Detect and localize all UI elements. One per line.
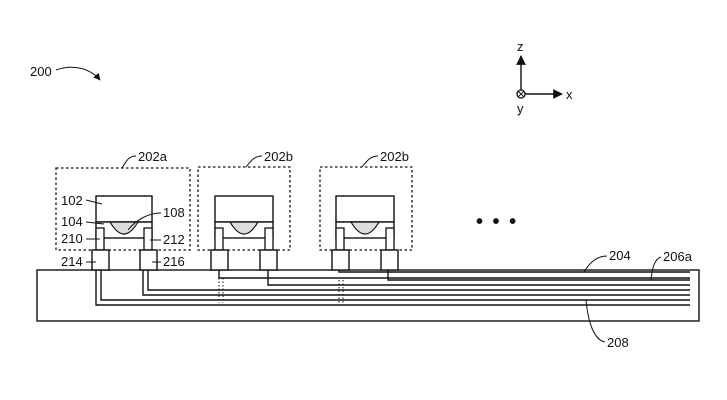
label-108: 108: [163, 205, 185, 220]
pad-216: [140, 250, 157, 270]
cell-202b-first: 202b: [198, 149, 293, 270]
cell-label-leader: [122, 156, 136, 168]
cell-label: 202a: [138, 149, 168, 164]
label-206a: 206a: [663, 249, 693, 264]
x-axis-label: x: [566, 87, 573, 102]
cell-label: 202b: [380, 149, 409, 164]
cell-pad-right: [381, 250, 398, 270]
label-214: 214: [61, 254, 83, 269]
cell-top-layer: [215, 196, 273, 222]
layer-102: [96, 196, 152, 222]
label-204: 204: [609, 248, 631, 263]
figure-ref-arrow: [56, 67, 100, 80]
cell-pillar-right: [265, 228, 273, 250]
cell-label-leader: [362, 156, 378, 167]
pillar-212: [144, 228, 152, 250]
y-axis-label: y: [517, 101, 524, 116]
cell-202b-second: 202b: [320, 149, 412, 270]
label-104: 104: [61, 214, 83, 229]
cell-top-layer: [336, 196, 394, 222]
label-102: 102: [61, 193, 83, 208]
z-axis-label: z: [517, 39, 524, 54]
cell-pad-left: [332, 250, 349, 270]
cell-label: 202b: [264, 149, 293, 164]
label-216: 216: [163, 254, 185, 269]
label-212: 212: [163, 232, 185, 247]
cell-label-leader: [246, 156, 262, 167]
label-208: 208: [607, 335, 629, 350]
figure-ref-label: 200: [30, 64, 52, 79]
label-210: 210: [61, 231, 83, 246]
cell-pillar-right: [386, 228, 394, 250]
cell-pad-left: [211, 250, 228, 270]
pad-214: [92, 250, 109, 270]
cell-pillar-left: [336, 228, 344, 250]
cell-pad-right: [260, 250, 277, 270]
ellipsis: • • •: [476, 211, 518, 233]
figure-reference: 200: [30, 64, 100, 80]
coordinate-axes: z x y: [517, 39, 573, 116]
cell-pillar-left: [215, 228, 223, 250]
